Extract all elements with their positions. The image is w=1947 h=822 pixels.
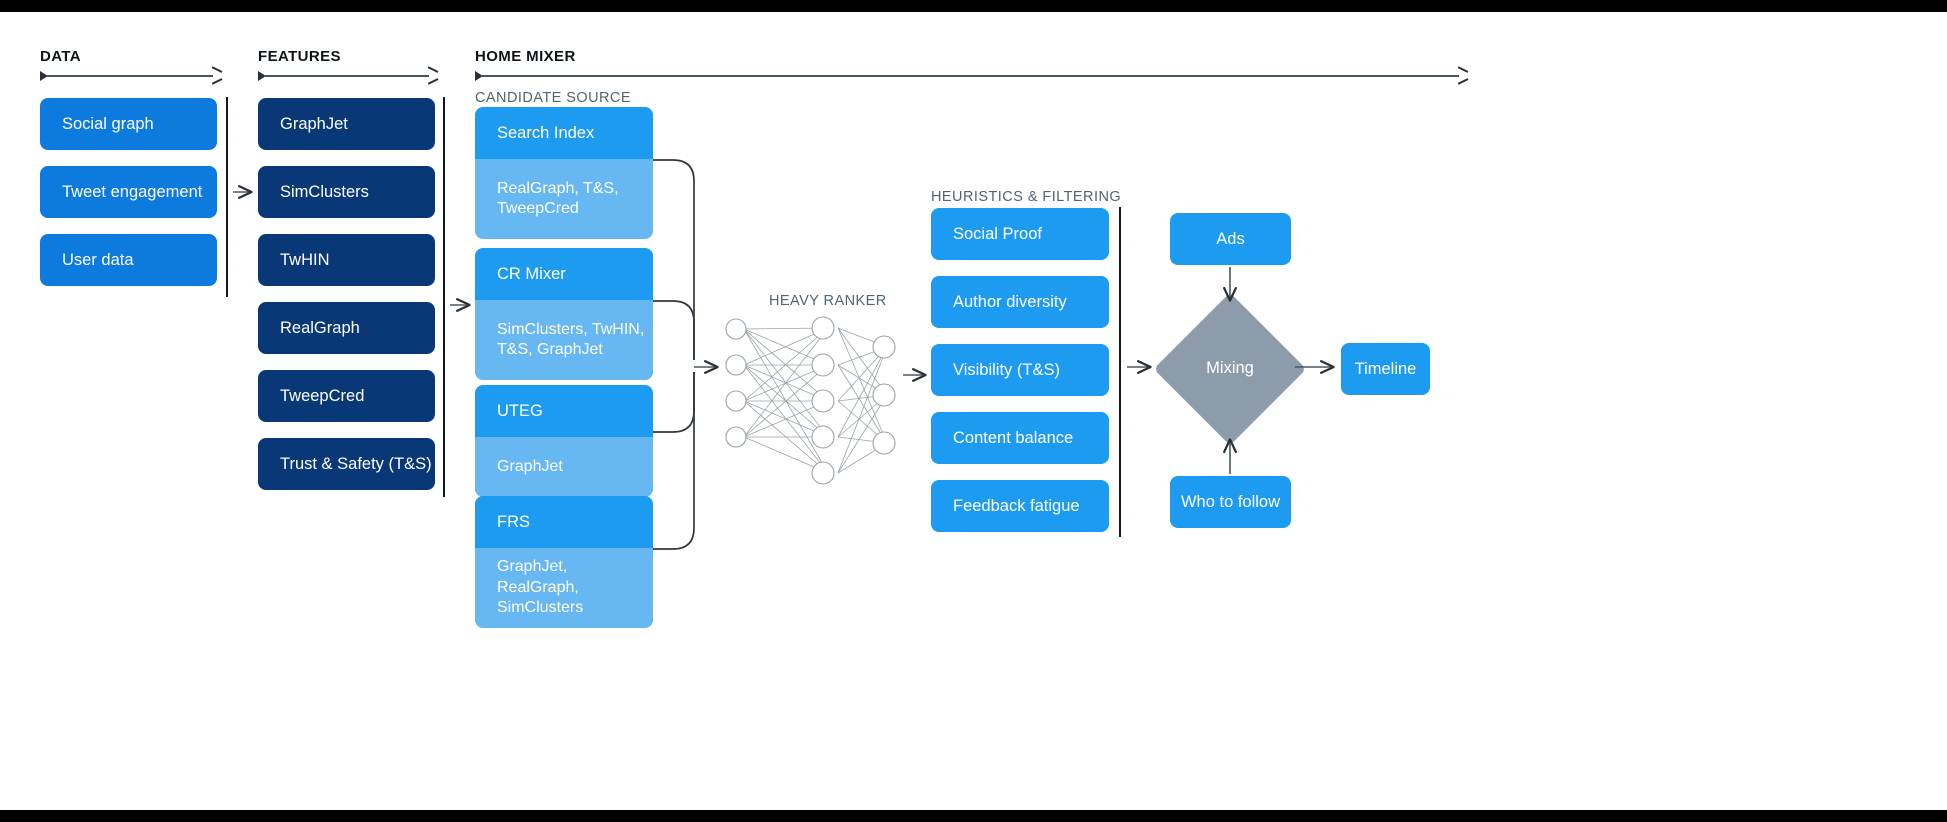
output-box-who-to-follow[interactable]: Who to follow: [1170, 476, 1291, 528]
label-heuristics-filtering: HEURISTICS & FILTERING: [931, 189, 1122, 205]
feature-box-twhin[interactable]: TwHIN: [258, 234, 435, 286]
label-heavy-ranker: HEAVY RANKER: [769, 293, 887, 309]
home-mixer-header-arrow: [475, 70, 1468, 82]
output-box-timeline[interactable]: Timeline: [1341, 343, 1430, 395]
label-candidate-source: CANDIDATE SOURCE: [475, 90, 631, 106]
candidate-source-title: UTEG: [475, 385, 653, 437]
heavy-ranker-network: [725, 316, 896, 485]
output-box-ads[interactable]: Ads: [1170, 213, 1291, 265]
data-box-tweet-engagement[interactable]: Tweet engagement: [40, 166, 217, 218]
candidate-source-card-uteg[interactable]: UTEG GraphJet: [475, 385, 653, 497]
feature-box-trust-safety[interactable]: Trust & Safety (T&S): [258, 438, 435, 490]
heuristic-box-social-proof[interactable]: Social Proof: [931, 208, 1109, 260]
feature-box-simclusters[interactable]: SimClusters: [258, 166, 435, 218]
candidate-source-features: GraphJet, RealGraph, SimClusters: [475, 548, 653, 628]
section-title-data: DATA: [40, 48, 82, 65]
candidate-source-features: GraphJet: [475, 437, 653, 497]
candidate-source-title: Search Index: [475, 107, 653, 159]
candidate-source-features: RealGraph, T&S, TweepCred: [475, 159, 653, 239]
heuristic-box-visibility[interactable]: Visibility (T&S): [931, 344, 1109, 396]
heuristic-box-feedback-fatigue[interactable]: Feedback fatigue: [931, 480, 1109, 532]
diagram-canvas: DATA FEATURES HOME MIXER CANDIDATE SOURC…: [0, 12, 1947, 810]
candidate-merge-curves: [653, 159, 695, 550]
feature-box-tweepcred[interactable]: TweepCred: [258, 370, 435, 422]
feature-box-graphjet[interactable]: GraphJet: [258, 98, 435, 150]
candidate-source-card-frs[interactable]: FRS GraphJet, RealGraph, SimClusters: [475, 496, 653, 628]
candidate-source-card-cr-mixer[interactable]: CR Mixer SimClusters, TwHIN, T&S, GraphJ…: [475, 248, 653, 380]
candidate-source-features: SimClusters, TwHIN, T&S, GraphJet: [475, 300, 653, 380]
feature-box-realgraph[interactable]: RealGraph: [258, 302, 435, 354]
candidate-source-title: FRS: [475, 496, 653, 548]
section-title-features: FEATURES: [258, 48, 341, 65]
candidate-source-title: CR Mixer: [475, 248, 653, 300]
nn-nodes: [725, 316, 896, 485]
mixing-label: Mixing: [1206, 359, 1254, 377]
data-header-arrow: [40, 70, 222, 82]
heuristic-box-author-diversity[interactable]: Author diversity: [931, 276, 1109, 328]
data-box-social-graph[interactable]: Social graph: [40, 98, 217, 150]
features-header-arrow: [258, 70, 438, 82]
heuristic-box-content-balance[interactable]: Content balance: [931, 412, 1109, 464]
data-box-user-data[interactable]: User data: [40, 234, 217, 286]
divider-after-heuristics: [1119, 207, 1121, 537]
candidate-source-card-search-index[interactable]: Search Index RealGraph, T&S, TweepCred: [475, 107, 653, 239]
nn-edges: [743, 327, 888, 474]
section-title-home-mixer: HOME MIXER: [475, 48, 576, 65]
divider-after-data: [226, 97, 228, 297]
divider-after-features: [443, 97, 445, 497]
